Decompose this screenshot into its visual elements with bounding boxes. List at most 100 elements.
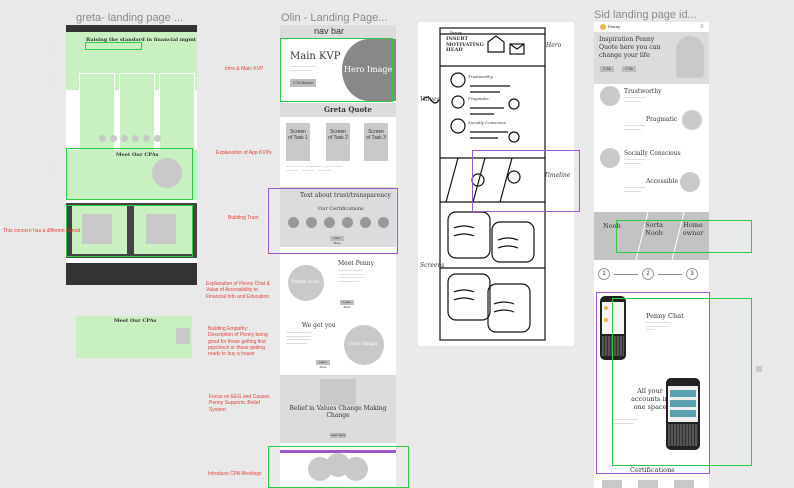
sketch-label-hero: Hero — [546, 42, 561, 49]
sid-stepper: 1 2 3 — [598, 268, 706, 280]
greta-navbar — [66, 25, 197, 32]
greta-side-notes: · · — [50, 132, 65, 136]
sid-highlight-accounts — [612, 298, 752, 466]
greta-side-notes: · · ·· ·· · · — [50, 72, 65, 83]
sketch-value-3: Socially Conscious — [468, 120, 506, 125]
greta-dots — [99, 135, 169, 143]
olin-belief-learn-more[interactable]: Learn More — [330, 433, 346, 438]
sketch-label-values: Values — [420, 96, 440, 103]
olin-penny-text: ────────────────────────────────────────… — [338, 269, 390, 283]
greta-cpa-thumb — [176, 328, 190, 344]
olin-task-2: Screen of Task 2 — [326, 123, 350, 161]
greta-meet-cpas-title-2: Meet Our CPAs — [114, 318, 156, 324]
sid-value-2: Pragmatic — [646, 116, 677, 123]
sid-value-2-text: ────────────────── — [624, 124, 674, 131]
sid-value-1-text: ────────────────── — [624, 96, 668, 103]
sid-value-icon — [600, 148, 620, 168]
sketch-value-1: Trustworthy — [468, 74, 493, 79]
greta-dot — [121, 135, 128, 142]
olin-user-learn-more[interactable]: Learn More — [316, 360, 330, 365]
sid-headline: Inspiration Penny Quote here you can cha… — [599, 36, 671, 59]
menu-icon[interactable]: ≡ — [700, 24, 704, 30]
sketch-label-screens: Screens — [420, 262, 444, 269]
olin-meet-penny: Meet Penny — [338, 260, 374, 267]
olin-highlight-hero — [280, 38, 393, 102]
greta-side-notes: · · ·· · · — [50, 165, 65, 172]
olin-nav-label: nav bar — [314, 26, 344, 36]
olin-we-get-you: We get you — [302, 322, 336, 329]
sid-value-3-text: ────────────────── — [624, 158, 668, 165]
greta-highlight-trust — [66, 205, 193, 257]
greta-dot — [154, 135, 161, 142]
olin-penny-icon-label: Penny Icon — [291, 279, 319, 285]
greta-highlight-cpas — [66, 148, 193, 200]
sid-value-3: Socially Conscious — [624, 150, 681, 157]
sid-step-1[interactable]: 1 — [598, 268, 610, 280]
frame-title-greta[interactable]: greta- landing page ... — [76, 12, 183, 24]
sid-logo-icon — [600, 24, 606, 30]
sketch-highlight-timeline — [472, 150, 580, 212]
greta-side-notes: · · · · ·· · · ·· · · — [47, 45, 67, 56]
olin-task-3-label: Screen of Task 3 — [366, 129, 386, 141]
olin-highlight-trust — [268, 188, 398, 254]
sketch-hero-text: INSERT MOTIVATING HEAD — [446, 37, 486, 54]
greta-side-notes: · ·· · — [50, 203, 65, 210]
olin-penny-icon: Penny Icon — [288, 265, 324, 301]
sid-step-3[interactable]: 3 — [686, 268, 698, 280]
sid-brand: Penny — [608, 24, 620, 29]
sid-navbar: Penny ≡ — [594, 22, 709, 32]
canvas-handle[interactable] — [756, 366, 762, 372]
olin-user-image: User Image — [344, 325, 384, 365]
sid-cert-logo — [602, 480, 622, 488]
sid-value-1: Trustworthy — [624, 88, 662, 95]
greta-note-3: Building Trust — [228, 215, 273, 221]
olin-penny-learn-more[interactable]: Learn More — [340, 300, 354, 305]
greta-meet-cpas-alt: Meet Our CPAs — [76, 316, 192, 358]
olin-user-image-label: User Image — [348, 341, 378, 347]
greta-note-5: Building Empathy: Description of Penny b… — [208, 326, 274, 357]
greta-note-4: Explanation of Penny Chat & Value of Acc… — [206, 281, 271, 300]
olin-we-get-you-text: ────────────────────────────────────────… — [286, 331, 336, 345]
olin-quote: Greta Quote — [324, 105, 372, 114]
sid-value-4-text: ────────────────── — [624, 186, 674, 193]
sketch-brand: Penny — [450, 30, 462, 35]
olin-belief-section: Belief in Values Change Making Change Le… — [280, 375, 396, 443]
olin-task-2-label: Screen of Task 2 — [328, 129, 348, 141]
olin-navbar: nav bar — [280, 25, 396, 39]
sid-step-line — [658, 274, 682, 275]
greta-hero-highlight — [85, 42, 142, 50]
sid-value-icon — [600, 86, 620, 106]
sid-cta-2[interactable]: CTA — [622, 66, 636, 72]
greta-note-6: Focus on EEG and Causes Penny Supports: … — [209, 394, 275, 413]
greta-dot — [110, 135, 117, 142]
sid-cert-logo — [638, 480, 658, 488]
olin-task-1-label: Screen of Task 1 — [288, 129, 308, 141]
sid-hero-image — [676, 36, 704, 78]
greta-dot — [143, 135, 150, 142]
olin-task-3: Screen of Task 3 — [364, 123, 388, 161]
sid-step-line — [614, 274, 638, 275]
olin-belief-image — [320, 379, 356, 405]
sid-highlight-stages — [616, 220, 752, 253]
olin-belief-title: Belief in Values Change Making Change — [288, 405, 388, 419]
olin-task-captions: ──────── ──────── ────────────── ────── … — [286, 165, 390, 172]
greta-side-note-red: This concern has a different format — [3, 228, 83, 234]
greta-note-2: Explanation of App KVPs — [216, 150, 276, 156]
olin-quote-bar: Greta Quote — [280, 103, 396, 117]
sid-value-4: Accessible — [646, 178, 678, 185]
greta-footer — [66, 263, 197, 285]
frame-title-olin[interactable]: Olin - Landing Page... — [281, 12, 387, 24]
sketch-value-2: Pragmatic — [468, 96, 489, 101]
olin-highlight-cpa — [268, 446, 409, 488]
greta-note-1: Intro & Main KVP — [225, 66, 270, 72]
greta-dot — [99, 135, 106, 142]
sid-cta-1[interactable]: CTA — [600, 66, 614, 72]
frame-title-sid[interactable]: Sid landing page id... — [594, 9, 697, 21]
sid-value-icon — [682, 110, 702, 130]
greta-note-7: Introduce CPA Meetings — [208, 471, 268, 477]
sid-step-2[interactable]: 2 — [642, 268, 654, 280]
sid-hero: Inspiration Penny Quote here you can cha… — [594, 32, 709, 84]
sid-value-icon — [680, 172, 700, 192]
sid-cert-logo — [674, 480, 694, 488]
olin-task-1: Screen of Task 1 — [286, 123, 310, 161]
